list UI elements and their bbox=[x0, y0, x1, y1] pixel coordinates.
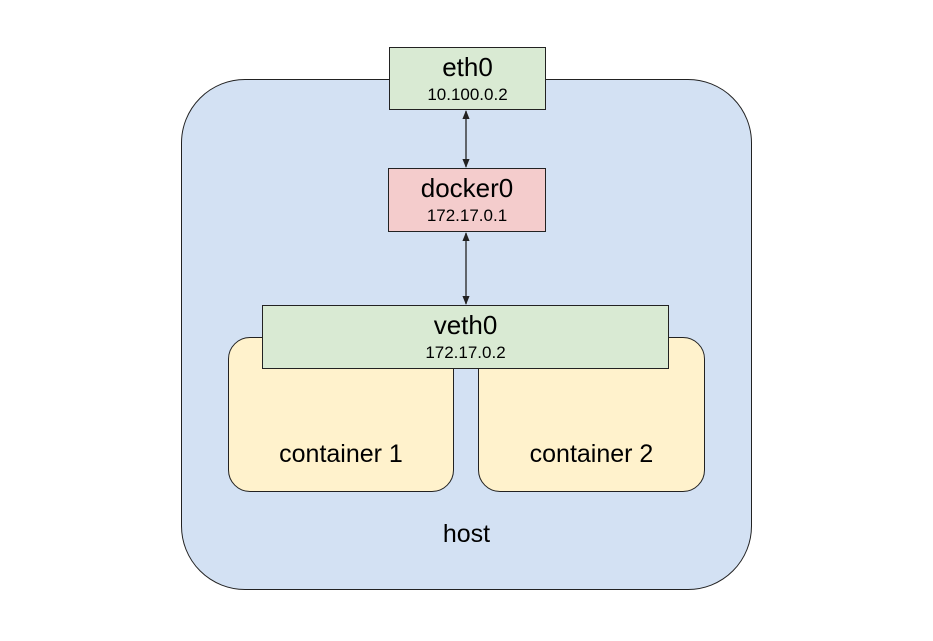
host-label: host bbox=[442, 520, 491, 548]
veth0-name: veth0 bbox=[433, 310, 498, 341]
docker0-bridge: docker0 172.17.0.1 bbox=[388, 168, 546, 232]
eth0-interface: eth0 10.100.0.2 bbox=[389, 47, 546, 110]
eth0-ip: 10.100.0.2 bbox=[427, 84, 508, 104]
docker0-name: docker0 bbox=[420, 173, 514, 204]
veth0-ip: 172.17.0.2 bbox=[425, 343, 506, 363]
container-1-label: container 1 bbox=[279, 440, 403, 468]
docker0-ip: 172.17.0.1 bbox=[426, 206, 508, 226]
veth0-interface: veth0 172.17.0.2 bbox=[262, 305, 669, 369]
container-2-label: container 2 bbox=[529, 440, 654, 468]
eth0-name: eth0 bbox=[442, 51, 493, 82]
